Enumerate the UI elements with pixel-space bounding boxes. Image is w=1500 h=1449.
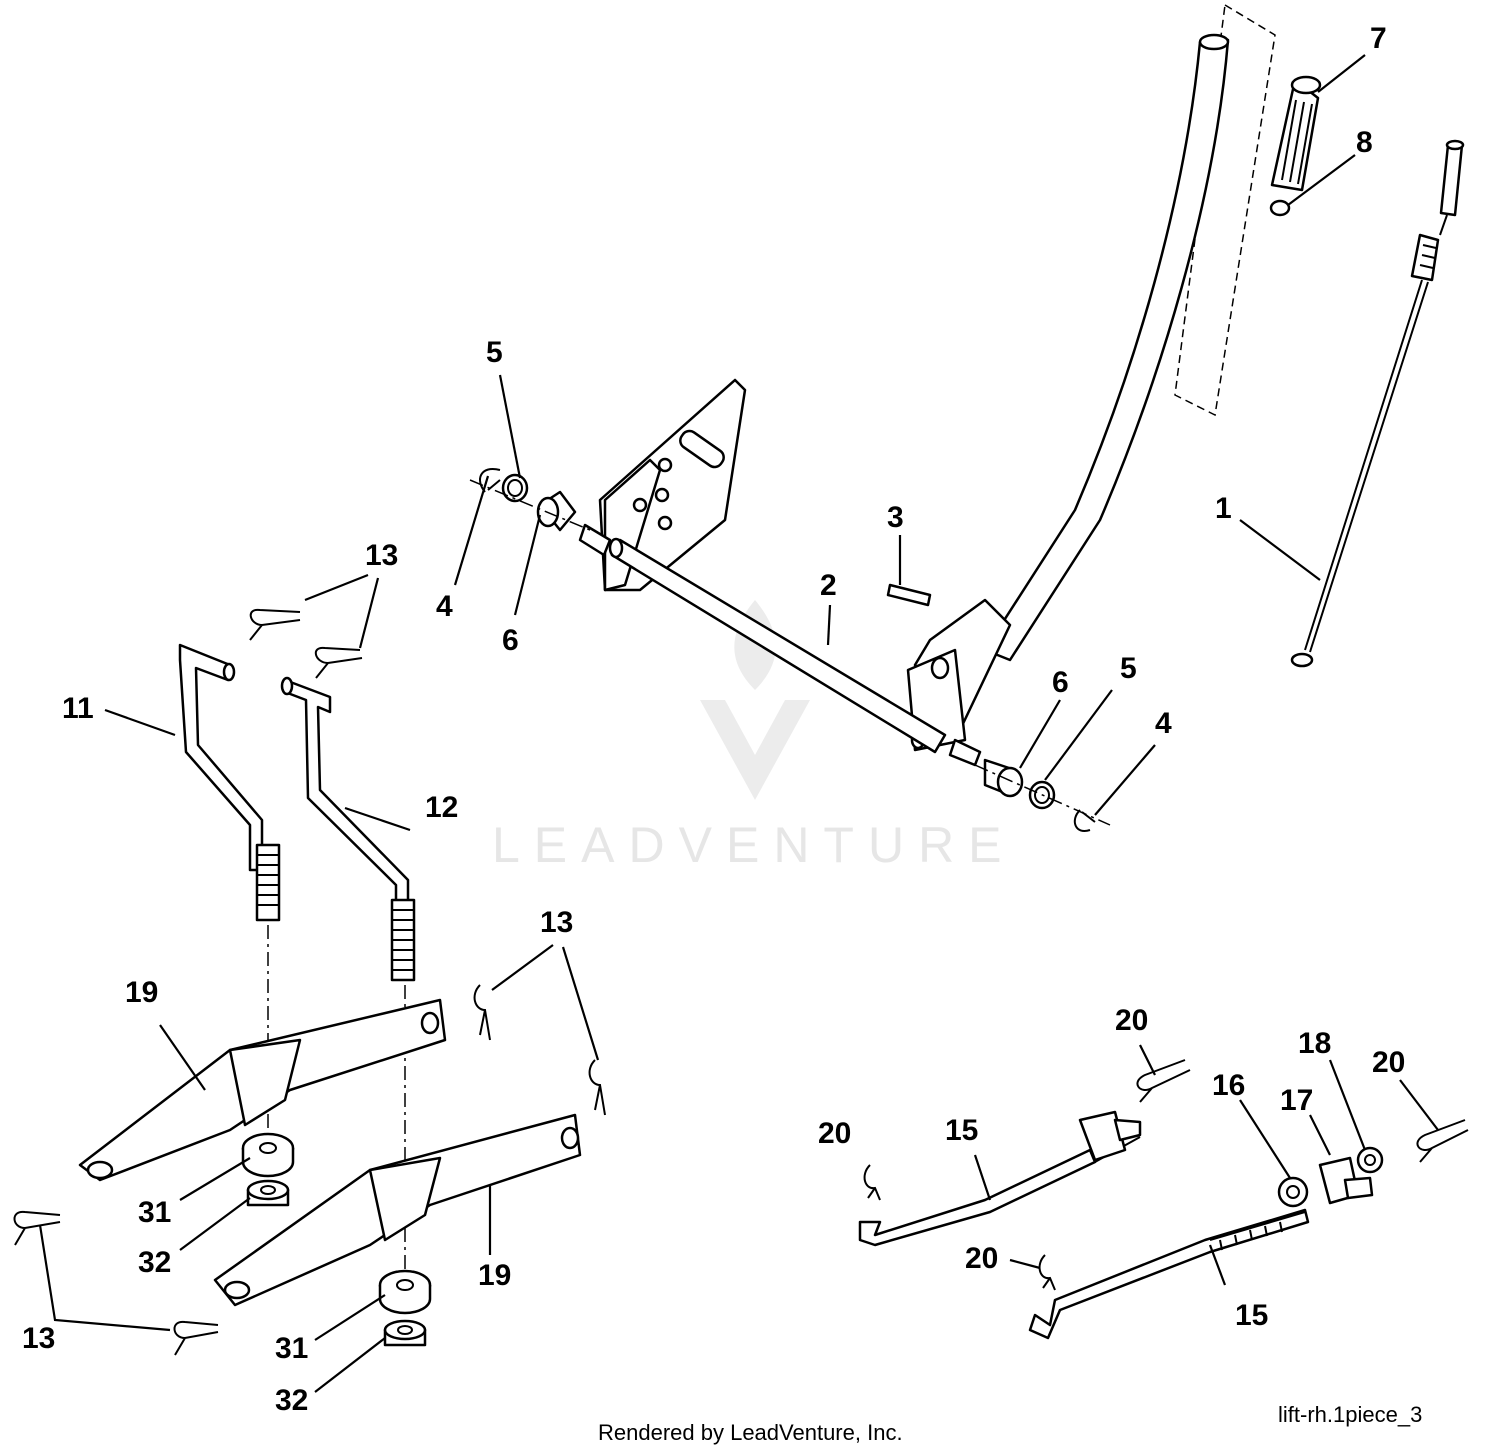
callout-20-top: 20 — [1115, 1004, 1148, 1037]
ferrule-part — [1269, 199, 1291, 217]
shaft-hardware-left — [469, 468, 591, 532]
callout-31-upper: 31 — [138, 1196, 171, 1229]
lift-arm-upper — [78, 998, 447, 1182]
callout-20-lower: 20 — [965, 1242, 998, 1275]
callout-2: 2 — [820, 569, 837, 602]
bushings-and-nuts — [241, 1132, 432, 1347]
callout-15-lower: 15 — [1235, 1299, 1268, 1332]
callout-19-lower: 19 — [478, 1259, 511, 1292]
leader-lines — [38, 54, 1439, 1393]
adjustment-rod-lower — [1028, 1208, 1310, 1340]
cross-shaft-part — [578, 523, 982, 767]
callout-4-left: 4 — [436, 590, 453, 623]
watermark-logo-icon — [700, 700, 810, 800]
callout-15-upper: 15 — [945, 1114, 978, 1147]
callout-3: 3 — [887, 501, 904, 534]
callout-5-right: 5 — [1120, 652, 1137, 685]
callout-20-left: 20 — [818, 1117, 851, 1150]
spring-rod-part — [1290, 139, 1465, 668]
callout-17: 17 — [1280, 1084, 1313, 1117]
watermark: LEADVENTURE — [492, 600, 1016, 873]
callout-7: 7 — [1370, 22, 1387, 55]
watermark-text: LEADVENTURE — [492, 817, 1016, 873]
callout-20-right: 20 — [1372, 1046, 1405, 1079]
diagram-id: lift-rh.1piece_3 — [1278, 1402, 1422, 1427]
adjustment-hardware — [1277, 1146, 1384, 1208]
callout-5-left: 5 — [486, 336, 503, 369]
callout-labels: 1 2 3 4 4 5 5 6 6 7 8 11 12 13 13 13 15 … — [22, 22, 1405, 1417]
callout-18: 18 — [1298, 1027, 1331, 1060]
lift-handle — [906, 33, 1230, 752]
grip-part — [1174, 3, 1322, 417]
callout-32-upper: 32 — [138, 1246, 171, 1279]
callout-13-top: 13 — [365, 539, 398, 572]
callout-6-left: 6 — [502, 624, 519, 657]
callout-11: 11 — [62, 692, 94, 725]
adjustment-rod-upper — [858, 1110, 1142, 1247]
lift-arm-lower — [213, 1113, 582, 1307]
roll-pin-part — [886, 583, 932, 607]
callout-13-bottom: 13 — [22, 1322, 55, 1355]
hairpin-clips-13 — [13, 608, 606, 1356]
hairpin-clips-20 — [863, 1059, 1469, 1291]
lift-link-12 — [280, 676, 416, 1300]
callout-19-upper: 19 — [125, 976, 158, 1009]
callout-16: 16 — [1212, 1069, 1245, 1102]
footer-credit: Rendered by LeadVenture, Inc. — [598, 1420, 903, 1445]
callout-8: 8 — [1356, 126, 1373, 159]
callout-12: 12 — [425, 791, 458, 824]
shaft-hardware-right — [974, 758, 1111, 832]
callout-13-middle: 13 — [540, 906, 573, 939]
callout-6-right: 6 — [1052, 666, 1069, 699]
callout-4-right: 4 — [1155, 707, 1172, 740]
callout-32-lower: 32 — [275, 1384, 308, 1417]
callout-31-lower: 31 — [275, 1332, 308, 1365]
callout-1: 1 — [1215, 492, 1232, 525]
